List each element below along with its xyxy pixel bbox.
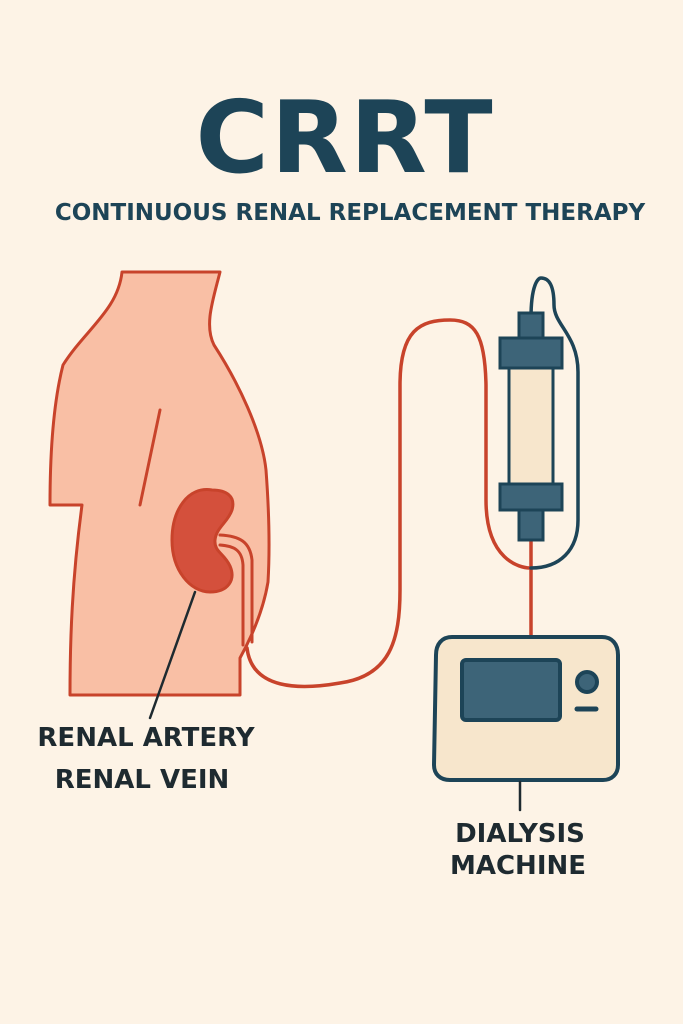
- filter-bottom-nozzle: [517, 508, 545, 542]
- page-title: CRRT: [195, 79, 494, 196]
- kidney-icon: [170, 488, 235, 594]
- machine-screen: [460, 658, 562, 722]
- kidney-pointer-line: [148, 590, 197, 720]
- patient-torso: [48, 270, 271, 697]
- return-line-loop: [529, 276, 580, 570]
- page-subtitle: CONTINUOUS RENAL REPLACEMENT THERAPY: [55, 200, 646, 226]
- dialysis-machine-label-line1: DIALYSIS: [455, 819, 585, 849]
- blood-line-to-filter: [245, 318, 532, 689]
- machine-knob-icon: [575, 670, 599, 694]
- renal-artery-label: RENAL ARTERY: [37, 723, 255, 753]
- hemofilter: [498, 311, 564, 542]
- filter-top-nozzle: [517, 311, 545, 340]
- filter-body: [507, 366, 555, 486]
- torso-crease-line: [138, 408, 162, 507]
- renal-vessel-inner: [218, 543, 245, 647]
- renal-vessel-outer: [218, 533, 254, 644]
- renal-vein-label: RENAL VEIN: [55, 765, 230, 795]
- dialysis-machine-label-line2: MACHINE: [450, 851, 586, 881]
- dialysis-machine: [432, 635, 620, 812]
- filter-top-cap: [498, 336, 564, 370]
- filter-bottom-cap: [498, 482, 564, 512]
